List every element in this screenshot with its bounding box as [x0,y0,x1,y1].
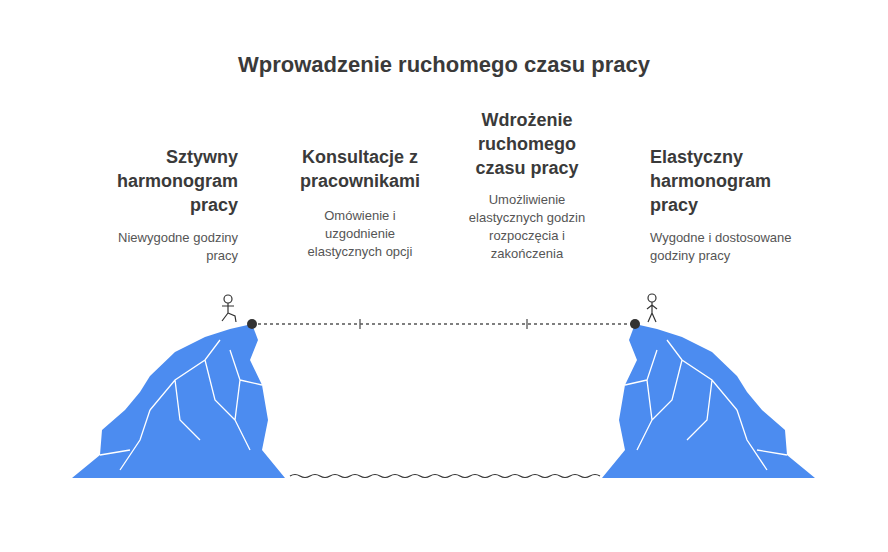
right-cliff [602,324,815,478]
stage-description: Niewygodne godziny pracy [88,229,238,265]
diagram-title: Wprowadzenie ruchomego czasu pracy [0,52,888,78]
milestone-tick [359,319,360,329]
stage-heading: Wdrożenie ruchomego czasu pracy [462,108,592,180]
walking-figure [222,295,236,322]
stage-heading: Sztywny harmonogram pracy [98,145,238,217]
standing-figure [647,294,657,322]
stage-heading: Konsultacje z pracownikami [290,145,430,193]
water-line [290,475,600,478]
start-point [247,319,257,329]
left-cliff [72,324,285,478]
end-point [630,319,640,329]
stage-description: Wygodne i dostosowane godziny pracy [650,229,820,265]
progress-path [252,323,635,324]
milestone-tick [526,319,527,329]
stage-description: Umożliwienie elastycznych godzin rozpocz… [457,191,597,263]
stage-heading: Elastyczny harmonogram pracy [650,145,790,217]
stage-description: Omówienie i uzgodnienie elastycznych opc… [297,207,423,261]
